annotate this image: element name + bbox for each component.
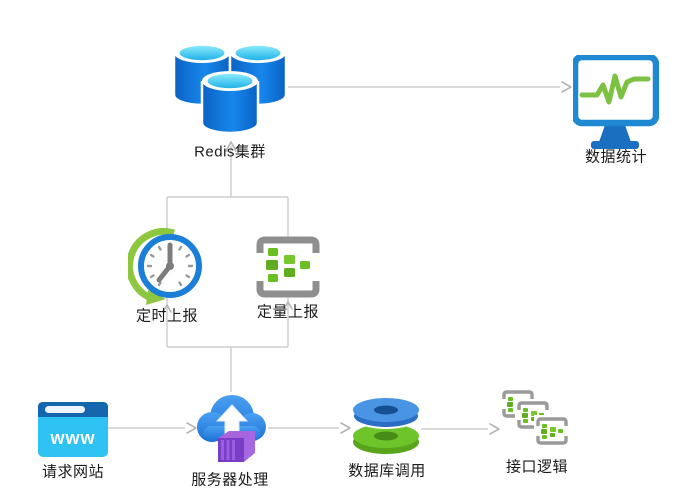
label-db-call: 数据库调用	[348, 462, 426, 480]
stacked-discs-icon	[352, 398, 420, 454]
label-timed-report: 定时上报	[135, 307, 199, 325]
browser-www-icon: www	[38, 402, 108, 457]
clock-refresh-icon	[128, 228, 202, 305]
www-text: www	[49, 428, 95, 448]
database-cluster-icon	[172, 43, 288, 135]
label-interface-logic: 接口逻辑	[505, 458, 569, 476]
arrowhead-right-icon	[561, 81, 572, 93]
arrowhead-right-icon	[489, 423, 500, 435]
arrowhead-up-icon	[162, 304, 172, 313]
label-server-process: 服务器处理	[191, 471, 269, 489]
triple-bracket-icon	[498, 388, 572, 449]
label-data-stats: 数据统计	[584, 148, 648, 166]
arrowhead-right-icon	[340, 422, 351, 434]
cloud-upload-box-icon	[197, 395, 266, 462]
label-request-site: 请求网站	[41, 463, 105, 481]
arrowhead-right-icon	[186, 422, 197, 434]
bracket-blocks-icon	[256, 236, 320, 298]
label-quota-report: 定量上报	[256, 303, 320, 321]
monitor-chart-icon	[573, 55, 659, 149]
arrowhead-up-icon	[225, 141, 237, 152]
arrowhead-up-icon	[283, 301, 293, 310]
label-redis-cluster: Redis集群	[194, 143, 266, 161]
